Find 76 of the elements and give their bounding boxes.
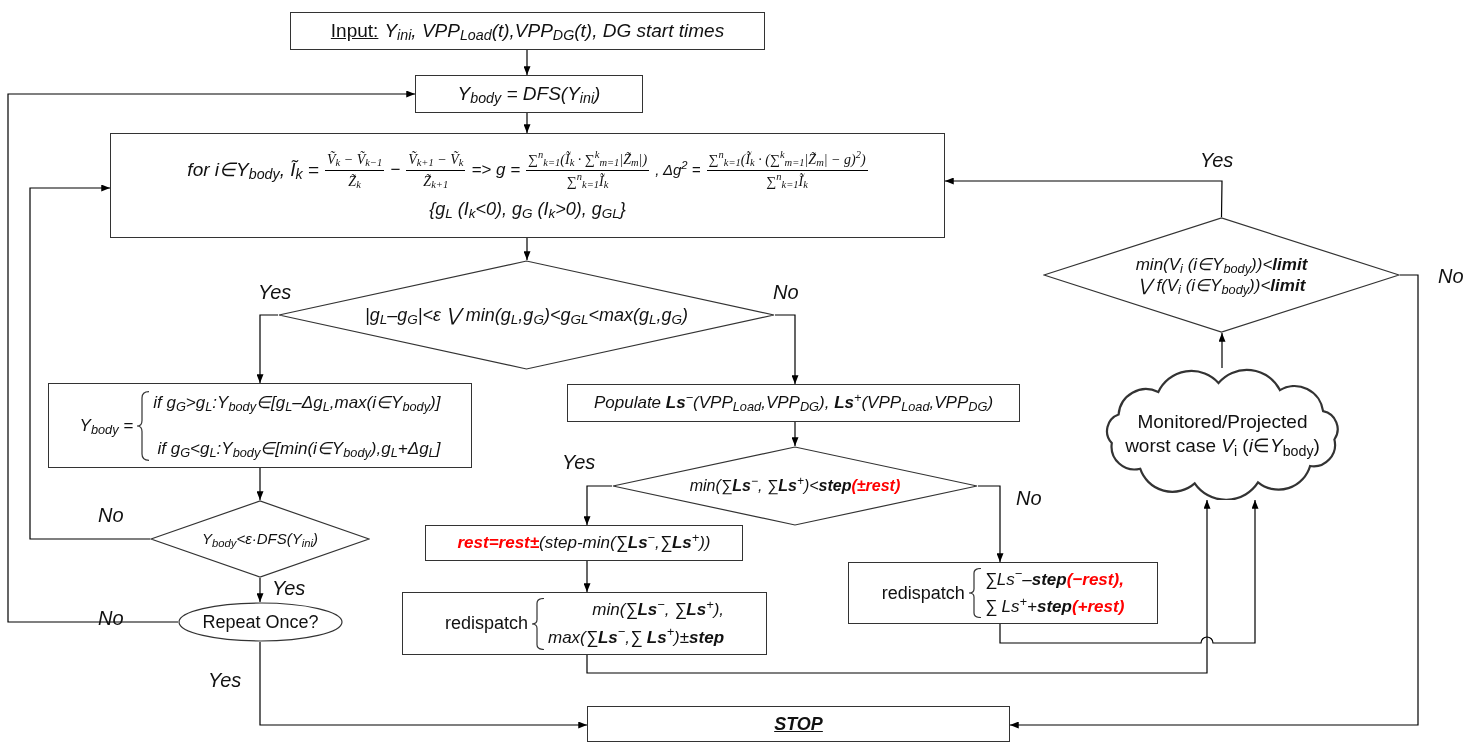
connector-arrow	[977, 485, 1004, 563]
connector-arrow	[523, 112, 531, 134]
connector-arrow	[774, 314, 799, 385]
connector-arrow	[256, 577, 264, 603]
formula-text: ∑$^{n}$$_{k=1}$(Ĩ$_{k}$ · ∑$^{k}$$_{m=1}$|Z̃$_{m}$|)	[527, 148, 649, 170]
connector-arrow	[256, 467, 264, 501]
condition-text: (±rest)	[851, 476, 901, 496]
input-text: Y$_{ini}$, VPP$_{Load}$(t),VPP$_{DG}$(t), DG start times	[384, 18, 725, 46]
connector-arrow	[523, 237, 531, 261]
formula-text: ∑$^{n}$$_{k=1}$Ĩ$_{k}$	[565, 170, 610, 192]
process-box	[425, 525, 743, 561]
connector-arrow	[583, 560, 591, 593]
connector-arrow	[944, 177, 1223, 218]
formula-text: ∑$^{n}$$_{k=1}$Ĩ$_{k}$	[765, 170, 809, 192]
process-box	[415, 75, 643, 113]
formula-text: {g$_{L}$ (I$_{k}$<0), g$_{G}$ (I$_{k}$>0), g$_{GL}$}	[429, 197, 626, 223]
process-box	[110, 133, 945, 238]
formula-text: Ṽ$_{k+1}$ − Ṽ$_{k}$	[407, 150, 465, 170]
step-text: redispatch	[444, 612, 528, 635]
condition-text: min(∑Ls$^{−}$, ∑Ls$^{+}$)<step	[689, 474, 852, 497]
connector-arrow	[7, 90, 416, 623]
step-text: (−rest),	[1066, 568, 1124, 591]
process-box	[402, 592, 767, 655]
connector-arrow	[1218, 332, 1226, 369]
edge-label: Yes	[208, 670, 242, 690]
formula-text: −	[390, 159, 401, 182]
edge-label: No	[773, 282, 799, 302]
step-text: ∑Ls$^{−}$–step	[984, 566, 1067, 591]
formula-text: Z̃$_{k+1}$	[422, 172, 450, 192]
connector-arrow	[29, 184, 151, 540]
connector-arrow	[791, 421, 799, 447]
formula-text: if g$_{G}$>g$_{L}$:Y$_{body}$∈[g$_{L}$–Δg$_{L}$,max(i∈Y$_{body}$)]	[153, 392, 441, 416]
edge-label: No	[98, 608, 124, 628]
edge-label: Yes	[258, 282, 292, 302]
formula-text: ∑$^{n}$$_{k=1}$(Ĩ$_{k}$ · (∑$^{k}$$_{m=1}$|Z̃$_{m}$| − g)$^{2}$)	[707, 148, 867, 170]
edge-label: No	[1016, 488, 1042, 508]
input-text: Input:	[330, 18, 379, 43]
formula-text: => g =	[471, 159, 521, 182]
formula-text: Ṽ$_{k}$ − Ṽ$_{k−1}$	[325, 150, 384, 170]
connector-arrow	[1009, 274, 1419, 729]
formula-text: for i∈Y$_{body}$, Ĩ$_{k}$ =	[187, 157, 319, 185]
formula-text: if g$_{G}$<g$_{L}$:Y$_{body}$∈[min(i∈Y$_{body}$),g$_{L}$+Δg$_{L}$]	[157, 437, 441, 461]
cloud-text: Monitored/Projected worst case V$_{i}$ (i∈Y$_{body}$)	[1124, 410, 1321, 458]
condition-text: min(V$_{i}$ (i∈Y$_{body}$))<limit	[1135, 253, 1308, 275]
edge-label: Yes	[1200, 150, 1234, 170]
connector-arrow	[523, 49, 531, 76]
step-text: rest=rest±	[457, 532, 540, 555]
edge-label: Yes	[272, 578, 306, 598]
step-text: min(∑Ls$^{−}$, ∑Ls$^{+}$),	[592, 597, 725, 621]
stop-text: STOP	[774, 712, 823, 736]
edge-label: No	[98, 505, 124, 525]
step-text: (step-min(∑Ls$^{−}$,∑Ls$^{+}$))	[539, 530, 711, 555]
condition-text: ⋁ f(V$_{i}$ (i∈Y$_{body}$))<limit	[1137, 276, 1306, 297]
question-text: Repeat Once?	[202, 610, 319, 634]
connector-arrow	[586, 499, 1211, 674]
condition-text: |g$_{L}$–g$_{G}$|<ε ⋁ min(g$_{L}$,g$_{G}$)<g$_{GL}$<max(g$_{L}$,g$_{G}$)	[365, 303, 688, 329]
process-box	[567, 384, 1020, 422]
formula-text: Y$_{body}$ =	[79, 414, 134, 439]
step-text: redispatch	[881, 581, 965, 605]
process-box	[848, 562, 1158, 624]
process-box	[48, 383, 472, 468]
step-text: ∑ Ls$^{+}$+step	[984, 594, 1072, 618]
step-text: (+rest)	[1071, 596, 1125, 618]
process-box	[290, 12, 765, 50]
connector-arrow	[259, 641, 588, 729]
process-box	[587, 706, 1010, 742]
step-text: Y$_{body}$ = DFS(Y$_{ini}$)	[457, 81, 601, 109]
formula-text: , Δg$^{2}$ =	[655, 158, 701, 180]
edge-label: Yes	[562, 452, 596, 472]
step-text: max(∑Ls$^{−}$,∑ Ls$^{+}$)±step	[548, 624, 725, 649]
connector-arrow	[583, 485, 613, 526]
condition-text: Y$_{body}$<ε·DFS(Y$_{ini}$)	[201, 528, 318, 551]
edge-label: No	[1438, 266, 1464, 286]
formula-text: Z̃$_{k}$	[347, 172, 362, 192]
connector-arrow	[256, 314, 279, 384]
step-text: Populate Ls$^{−}$(VPP$_{Load}$,VPP$_{DG}$), Ls$^{+}$(VPP$_{Load}$,VPP$_{DG}$)	[593, 390, 994, 416]
